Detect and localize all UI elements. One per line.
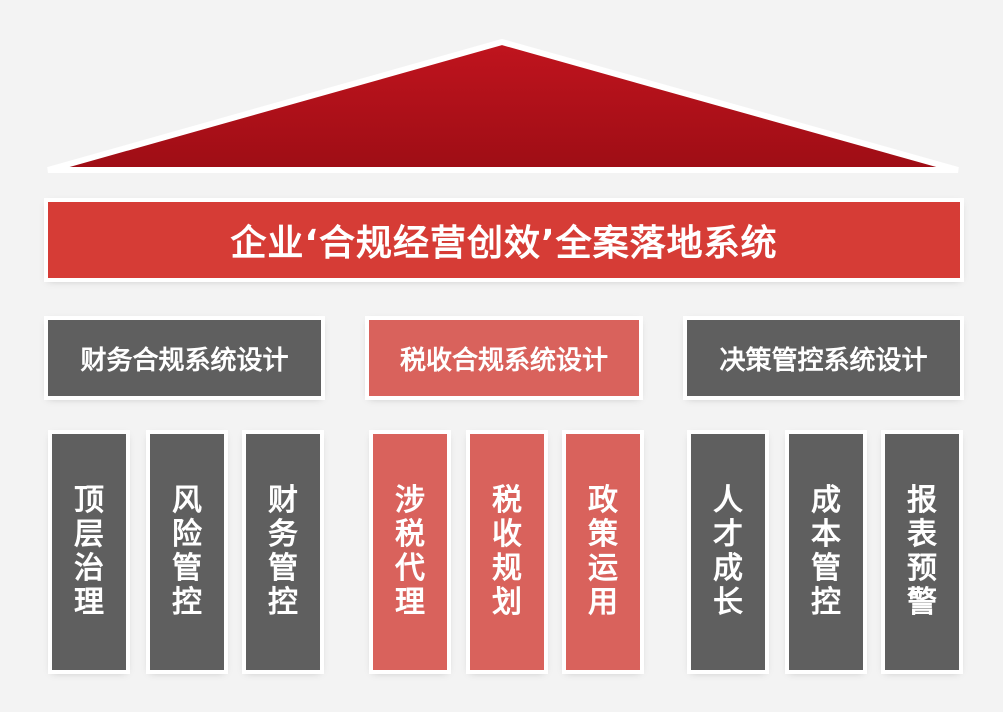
group-header-decision: 决策管控系统设计 xyxy=(687,320,960,396)
main-banner-title: 企业‘合规经营创效’全案落地系统 xyxy=(230,223,778,264)
pillar-label: 涉税代理 xyxy=(395,483,425,620)
pillar-finance-3: 财务管控 xyxy=(246,434,320,670)
pillar-decision-3: 报表预警 xyxy=(885,434,959,670)
pillar-finance-2: 风险管控 xyxy=(150,434,224,670)
pillar-label: 风险管控 xyxy=(172,483,202,620)
pillar-label: 财务管控 xyxy=(268,483,298,620)
pillar-decision-2: 成本管控 xyxy=(789,434,863,670)
pillar-finance-1: 顶层治理 xyxy=(52,434,126,670)
pillar-tax-1: 涉税代理 xyxy=(373,434,447,670)
group-header-title: 财务合规系统设计 xyxy=(80,345,289,376)
pillar-label: 成本管控 xyxy=(811,483,841,620)
pillar-label: 报表预警 xyxy=(907,483,937,620)
roof-triangle xyxy=(47,38,959,173)
main-banner: 企业‘合规经营创效’全案落地系统 xyxy=(48,202,960,278)
pillar-label: 政策运用 xyxy=(588,483,618,620)
pillar-label: 人才成长 xyxy=(713,483,743,620)
group-header-title: 决策管控系统设计 xyxy=(719,345,928,376)
pillar-decision-1: 人才成长 xyxy=(691,434,765,670)
pillar-tax-3: 政策运用 xyxy=(566,434,640,670)
group-header-tax: 税收合规系统设计 xyxy=(369,320,639,396)
group-header-finance: 财务合规系统设计 xyxy=(48,320,321,396)
group-header-title: 税收合规系统设计 xyxy=(399,345,608,376)
pillar-tax-2: 税收规划 xyxy=(470,434,544,670)
pillar-label: 顶层治理 xyxy=(74,483,104,620)
pillar-label: 税收规划 xyxy=(492,483,522,620)
